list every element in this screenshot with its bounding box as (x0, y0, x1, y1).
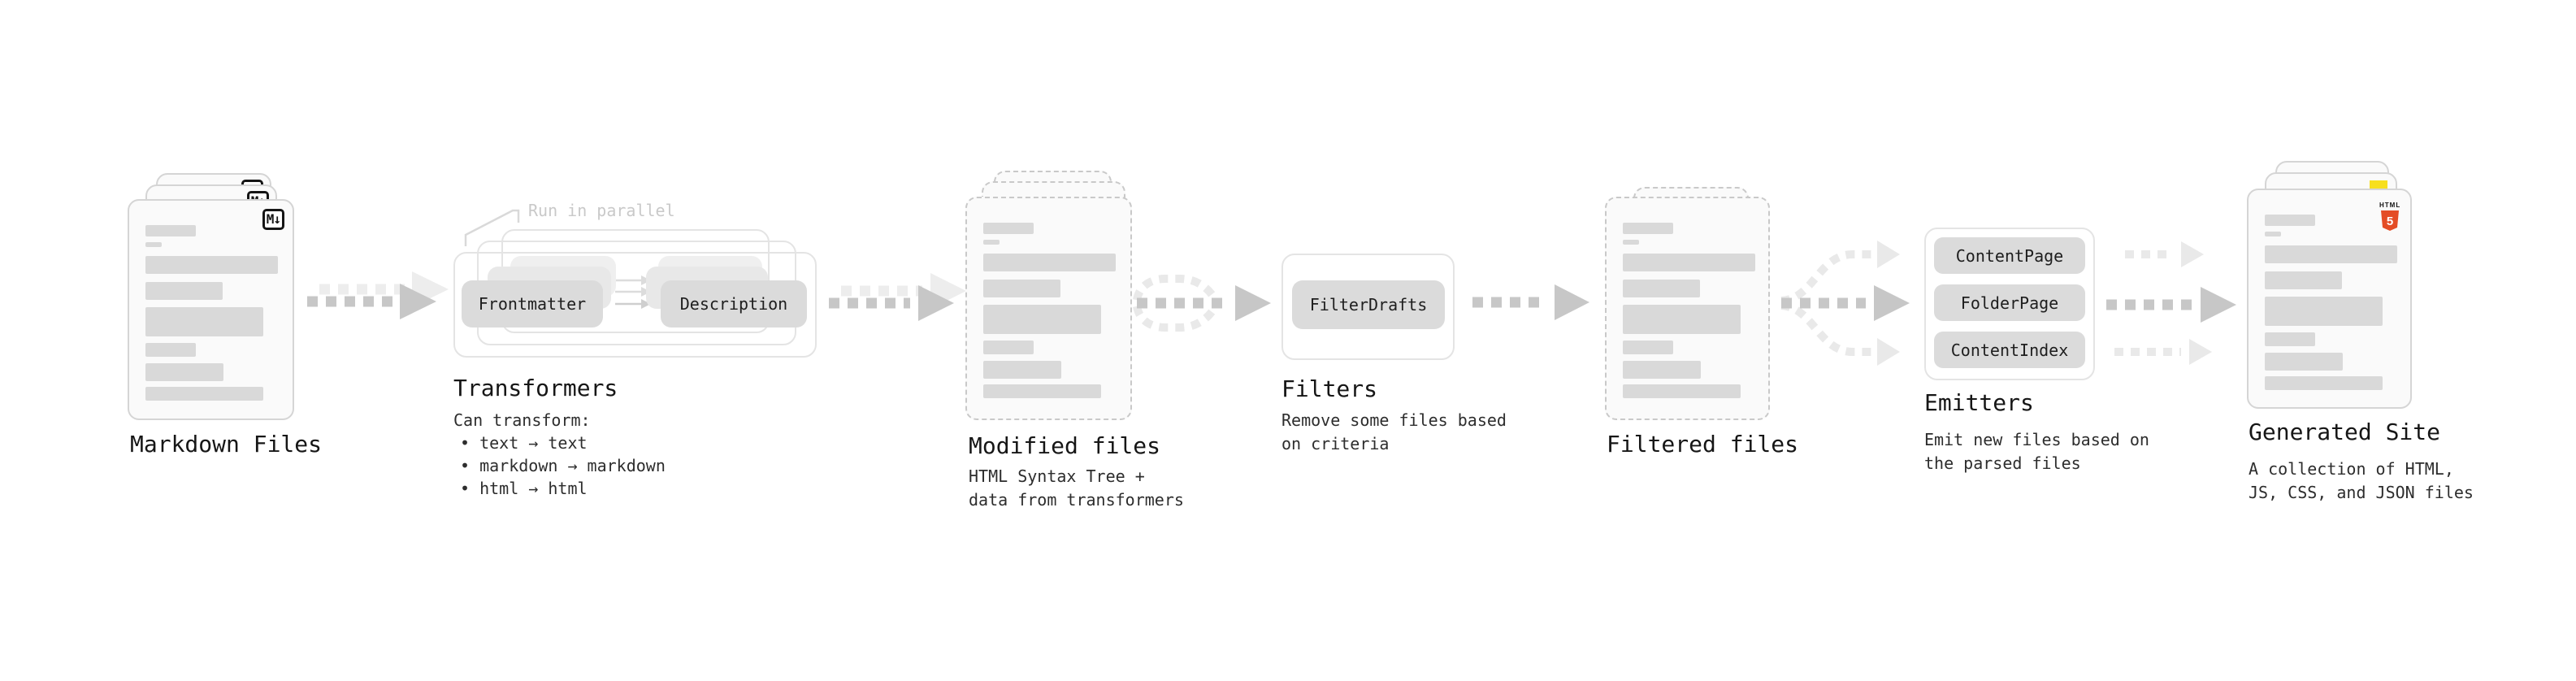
text-line-bar (145, 242, 162, 247)
text-line-bar (1623, 280, 1700, 297)
text-line-bar (983, 240, 1000, 245)
text-line-bar (983, 254, 1116, 271)
emitters-description-line: Emit new files based on (1924, 430, 2149, 449)
html5-shield: 5 (2381, 210, 2399, 231)
text-line-bar (145, 225, 196, 236)
arrow-transformers-to-modified (829, 285, 954, 321)
transformer-box-description: Description (661, 280, 807, 327)
modified-files-title: Modified files (969, 432, 1161, 459)
markdown-badge-icon: M↓ (262, 209, 284, 230)
text-line-bar (2265, 215, 2315, 226)
transformers-description: Can transform: • text → text • markdown … (453, 409, 666, 500)
transformers-bullet: • text → text (460, 433, 588, 453)
emitters-description-line: the parsed files (1924, 453, 2081, 473)
html5-icon: HTML 5 (2379, 195, 2400, 235)
filters-title: Filters (1281, 375, 1378, 402)
text-line-bar (145, 387, 263, 401)
markdown-file-card-front: M↓ (128, 199, 294, 420)
text-line-bar (2265, 353, 2343, 371)
emitter-box-contentpage: ContentPage (1934, 237, 2085, 274)
text-line-bar (145, 256, 278, 274)
text-line-bar (145, 282, 223, 300)
text-line-bar (983, 305, 1101, 334)
transformers-description-heading: Can transform: (453, 410, 591, 430)
text-line-bar (1623, 340, 1673, 354)
html5-icon-label: HTML (2379, 202, 2401, 209)
stage-markdown-files: M↓ M↓ M↓ Markdown Files (128, 173, 339, 466)
stage-emitters: ContentPage FolderPage ContentIndex Emit… (1924, 228, 2149, 488)
stage-transformers: Run in parallel Frontmatter Description … (453, 201, 835, 510)
transformers-title: Transformers (453, 375, 618, 401)
transformers-bullet: • html → html (460, 479, 588, 498)
text-line-bar (1623, 305, 1741, 334)
stage-filters: FilterDrafts Filters Remove some files b… (1281, 254, 1507, 489)
generated-site-description-line: JS, CSS, and JSON files (2249, 483, 2474, 502)
transformer-container-front (453, 252, 817, 358)
text-line-bar (2265, 245, 2397, 263)
text-line-bar (145, 343, 196, 357)
arrow-transformers-to-modified-ghost (841, 273, 966, 309)
filters-description-line: on criteria (1281, 434, 1390, 453)
text-line-bar (2265, 332, 2315, 346)
js-icon (2370, 180, 2387, 191)
text-line-bar (1623, 223, 1673, 234)
text-line-bar (983, 223, 1034, 234)
run-in-parallel-note: Run in parallel (528, 201, 675, 220)
generated-site-description: A collection of HTML, JS, CSS, and JSON … (2249, 458, 2474, 505)
modified-files-description-line: HTML Syntax Tree + (969, 466, 1145, 486)
transformers-bullet: • markdown → markdown (460, 456, 666, 475)
text-line-bar (983, 384, 1101, 398)
arrow-filters-to-filtered (1472, 284, 1589, 320)
html5-icon-number: 5 (2387, 215, 2393, 228)
text-line-bar (1623, 254, 1755, 271)
text-line-bar (1623, 361, 1701, 379)
stage-generated-site: CSS HTML 5 Generated Site (2247, 161, 2474, 518)
modified-files-description-line: data from transformers (969, 490, 1184, 510)
text-line-bar (145, 363, 223, 381)
modified-files-description: HTML Syntax Tree + data from transformer… (969, 465, 1184, 512)
filtered-file-card-front (1605, 197, 1770, 420)
text-line-bar (1623, 384, 1741, 398)
text-line-bar (2265, 271, 2342, 289)
generated-site-title: Generated Site (2249, 419, 2441, 445)
emitter-box-contentindex: ContentIndex (1934, 332, 2085, 368)
markdown-files-title: Markdown Files (130, 431, 323, 458)
text-line-bar (2265, 232, 2281, 236)
arrow-emitters-to-generated (2106, 241, 2236, 365)
filtered-files-title: Filtered files (1607, 431, 1799, 458)
text-line-bar (983, 361, 1061, 379)
generated-site-description-line: A collection of HTML, (2249, 459, 2454, 479)
text-line-bar (2265, 376, 2383, 390)
text-line-bar (2265, 297, 2383, 326)
transformer-box-frontmatter: Frontmatter (462, 280, 603, 327)
generated-file-card-front: HTML 5 (2247, 189, 2412, 409)
emitter-box-folderpage: FolderPage (1934, 284, 2085, 321)
text-line-bar (1623, 240, 1639, 245)
emitters-description: Emit new files based on the parsed files (1924, 428, 2149, 475)
stage-filtered-files: Filtered files (1605, 187, 1816, 463)
filters-description: Remove some files based on criteria (1281, 409, 1507, 456)
filters-description-line: Remove some files based (1281, 410, 1507, 430)
filter-box-filterdrafts: FilterDrafts (1292, 280, 1445, 329)
modified-file-card-front (965, 197, 1132, 420)
stage-modified-files: Modified files HTML Syntax Tree + data f… (965, 171, 1184, 528)
text-line-bar (145, 307, 263, 336)
text-line-bar (983, 340, 1034, 354)
text-line-bar (983, 280, 1060, 297)
emitters-title: Emitters (1924, 389, 2034, 416)
